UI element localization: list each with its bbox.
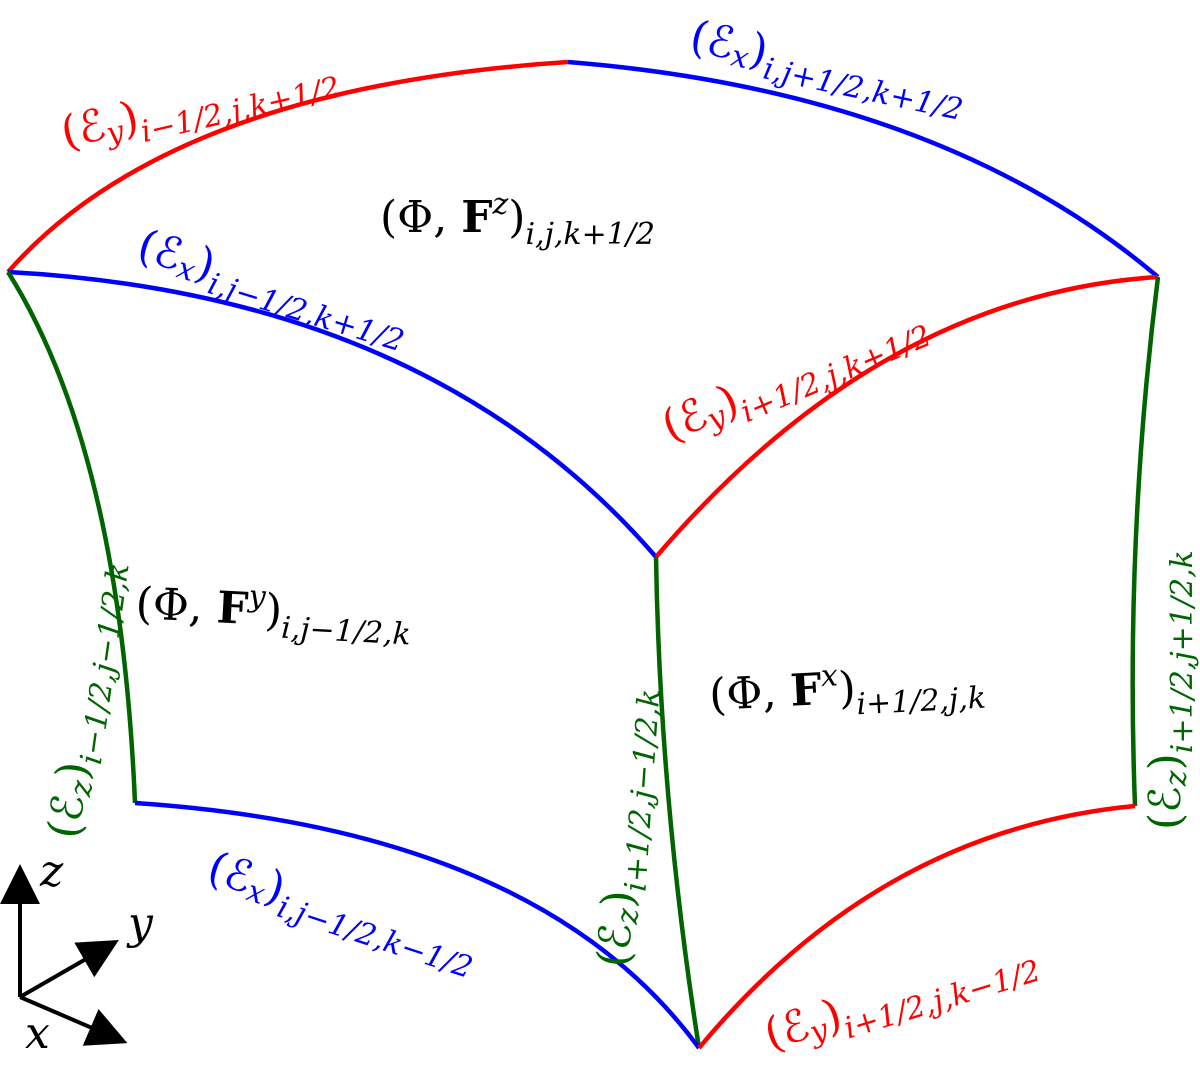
edge-ez-left [6,270,138,804]
label-ey-top-back: (ℰy)i−1/2,j,k+1/2 [56,46,343,168]
label-face-front: (Φ, Fy)i,j−1/2,k [134,573,413,652]
label-ex-top-back: (ℰx)i,j+1/2,k+1/2 [684,11,971,128]
svg-text:(ℰz)i−1/2,j−1/2,k: (ℰz)i−1/2,j−1/2,k [38,557,136,842]
svg-text:(ℰz)i+1/2,j−1/2,k: (ℰz)i+1/2,j−1/2,k [588,686,667,969]
edge-ey-bottom [697,803,1136,1050]
label-ez-left: (ℰz)i−1/2,j−1/2,k [38,557,136,842]
edge-ey-top-back [6,59,569,274]
svg-text:(Φ, Fy)i,j−1/2,k: (Φ, Fy)i,j−1/2,k [134,573,413,652]
label-ey-bottom: (ℰy)i+1/2,j,k−1/2 [758,930,1044,1069]
label-face-top: (Φ, Fz)i,j,k+1/2 [380,187,655,252]
z-axis-label: z [39,846,64,897]
x-axis-arrow [19,995,128,1046]
edge-ez-middle [653,556,702,1049]
svg-text:(ℰy)i+1/2,j,k−1/2: (ℰy)i+1/2,j,k−1/2 [758,930,1044,1069]
svg-text:(ℰy)i+1/2,j,k+1/2: (ℰy)i+1/2,j,k+1/2 [654,295,936,460]
label-face-right: (Φ, Fx)i+1/2,j,k [708,651,987,730]
edge-ey-top-front [654,274,1159,559]
axis-triad: z y x [0,846,154,1059]
svg-text:(ℰz)i+1/2,j+1/2,k: (ℰz)i+1/2,j+1/2,k [1140,550,1200,830]
svg-text:(Φ, Fx)i+1/2,j,k: (Φ, Fx)i+1/2,j,k [708,651,987,730]
label-ey-top-front: (ℰy)i+1/2,j,k+1/2 [654,295,936,460]
y-axis-label: y [126,898,154,949]
edge-ex-top-back [567,59,1160,279]
edge-ez-right [1130,276,1161,807]
svg-text:(ℰx)i,j+1/2,k+1/2: (ℰx)i,j+1/2,k+1/2 [684,11,971,128]
x-axis-label: x [25,1008,50,1059]
edge-ex-top-front [7,269,658,559]
edge-ex-bottom [134,800,701,1050]
svg-text:(ℰy)i−1/2,j,k+1/2: (ℰy)i−1/2,j,k+1/2 [56,46,343,168]
label-ez-middle: (ℰz)i+1/2,j−1/2,k [588,686,667,969]
y-axis-arrow [19,940,119,999]
label-ez-right: (ℰz)i+1/2,j+1/2,k [1140,550,1200,830]
svg-text:(Φ, Fz)i,j,k+1/2: (Φ, Fz)i,j,k+1/2 [380,187,655,252]
